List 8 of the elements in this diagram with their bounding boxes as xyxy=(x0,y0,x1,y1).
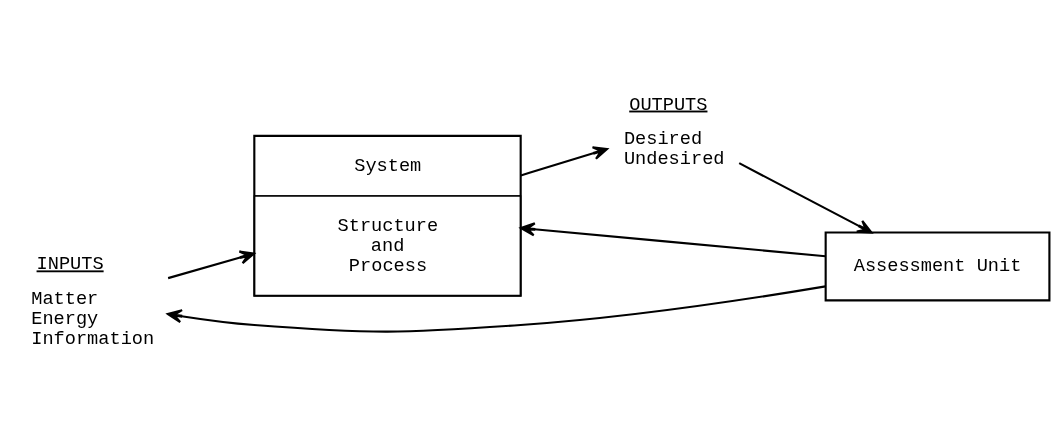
node-text: INPUTS Matter Energy Information xyxy=(31,253,155,350)
node-text: OUTPUTS Desired Undesired xyxy=(623,93,725,171)
arrow xyxy=(738,162,873,234)
arrow xyxy=(166,285,826,333)
arrow xyxy=(519,222,826,258)
arrow xyxy=(520,146,609,177)
arrow xyxy=(167,250,255,280)
node-box: Assessment Unit xyxy=(824,231,1051,302)
